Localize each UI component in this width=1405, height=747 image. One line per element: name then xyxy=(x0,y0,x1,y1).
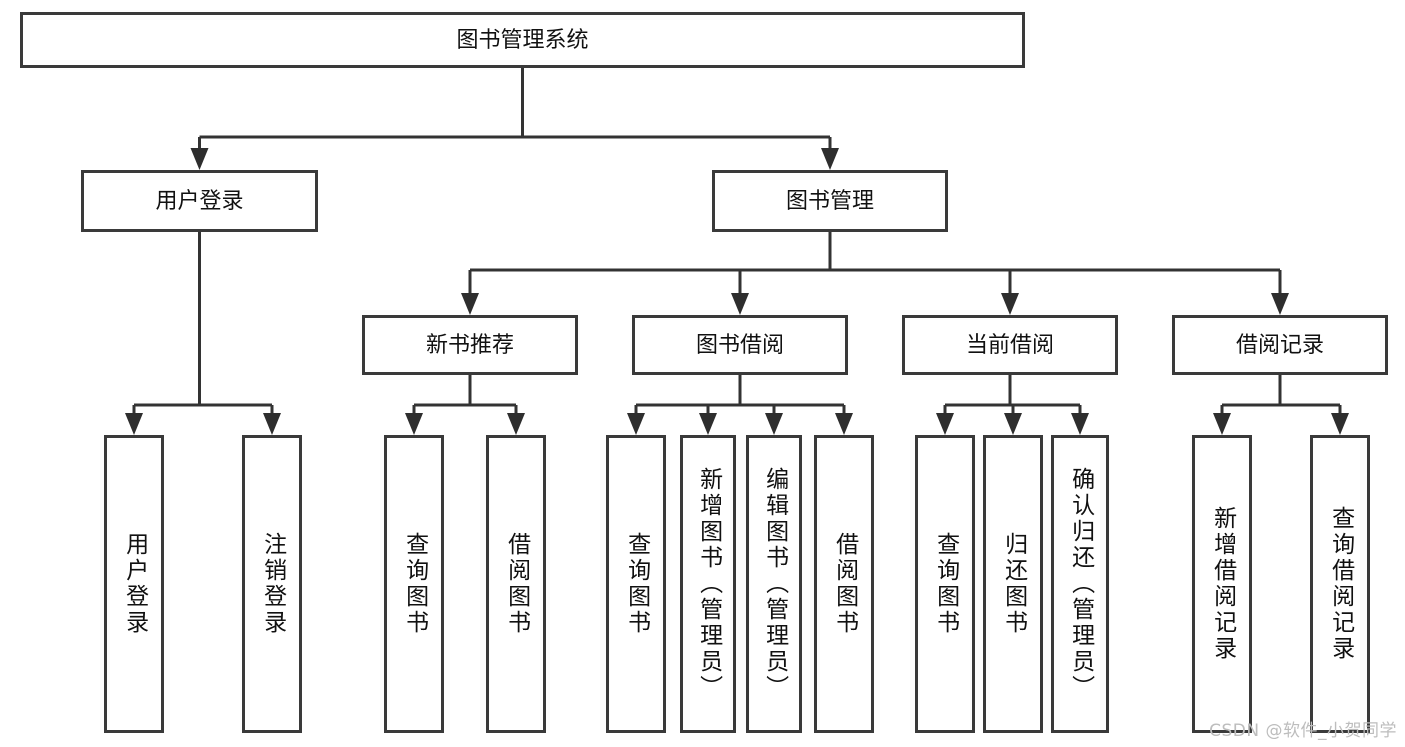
arrow-leaf-borrow-book-2 xyxy=(835,413,853,435)
arrow-borrow-record xyxy=(1271,293,1289,315)
node-box-root[interactable] xyxy=(20,12,1025,68)
node-label-root: 图书管理系统 xyxy=(456,28,588,53)
arrow-leaf-add-book xyxy=(699,413,717,435)
leaf-box-leaf-user-login[interactable] xyxy=(104,435,164,733)
arrow-book-borrow xyxy=(731,293,749,315)
leaf-box-leaf-query-book-2[interactable] xyxy=(606,435,666,733)
leaf-box-leaf-query-book-3[interactable] xyxy=(915,435,975,733)
arrow-leaf-borrow-book-1 xyxy=(507,413,525,435)
arrow-user-login xyxy=(190,148,209,170)
node-box-current-borrow[interactable] xyxy=(902,315,1118,375)
node-label-book-borrow: 图书借阅 xyxy=(696,333,784,358)
watermark-text: CSDN @软件_小贺同学 xyxy=(1209,721,1397,741)
arrow-new-book-recommend xyxy=(461,293,479,315)
leaf-box-leaf-edit-book[interactable] xyxy=(746,435,802,733)
arrow-leaf-return-book xyxy=(1004,413,1022,435)
arrow-leaf-query-book-2 xyxy=(627,413,645,435)
arrow-leaf-query-book-3 xyxy=(936,413,954,435)
node-label-book-manage: 图书管理 xyxy=(786,189,874,214)
node-label-new-book-recommend: 新书推荐 xyxy=(426,333,514,358)
node-box-new-book-recommend[interactable] xyxy=(362,315,578,375)
node-box-book-manage[interactable] xyxy=(712,170,948,232)
leaf-box-leaf-add-record[interactable] xyxy=(1192,435,1252,733)
arrow-leaf-edit-book xyxy=(765,413,783,435)
arrow-leaf-query-book-1 xyxy=(405,413,423,435)
boxes-layer xyxy=(20,12,1388,733)
arrow-leaf-query-record xyxy=(1331,413,1349,435)
node-label-current-borrow: 当前借阅 xyxy=(966,333,1054,358)
node-box-user-login[interactable] xyxy=(81,170,318,232)
leaf-box-leaf-confirm-return[interactable] xyxy=(1051,435,1109,733)
node-label-user-login: 用户登录 xyxy=(155,189,243,214)
node-box-book-borrow[interactable] xyxy=(632,315,848,375)
leaf-box-leaf-query-book-1[interactable] xyxy=(384,435,444,733)
arrow-current-borrow xyxy=(1001,293,1019,315)
leaf-box-leaf-add-book[interactable] xyxy=(680,435,736,733)
leaf-box-leaf-user-logout[interactable] xyxy=(242,435,302,733)
arrow-leaf-add-record xyxy=(1213,413,1231,435)
connectors-layer xyxy=(125,68,1349,435)
arrow-book-manage xyxy=(821,148,839,170)
leaf-box-leaf-return-book[interactable] xyxy=(983,435,1043,733)
arrow-leaf-user-logout xyxy=(263,413,281,435)
arrow-leaf-confirm-return xyxy=(1071,413,1089,435)
leaf-box-leaf-borrow-book-2[interactable] xyxy=(814,435,874,733)
leaf-box-leaf-query-record[interactable] xyxy=(1310,435,1370,733)
arrow-leaf-user-login xyxy=(125,413,143,435)
node-label-borrow-record: 借阅记录 xyxy=(1236,333,1324,358)
node-box-borrow-record[interactable] xyxy=(1172,315,1388,375)
leaf-box-leaf-borrow-book-1[interactable] xyxy=(486,435,546,733)
